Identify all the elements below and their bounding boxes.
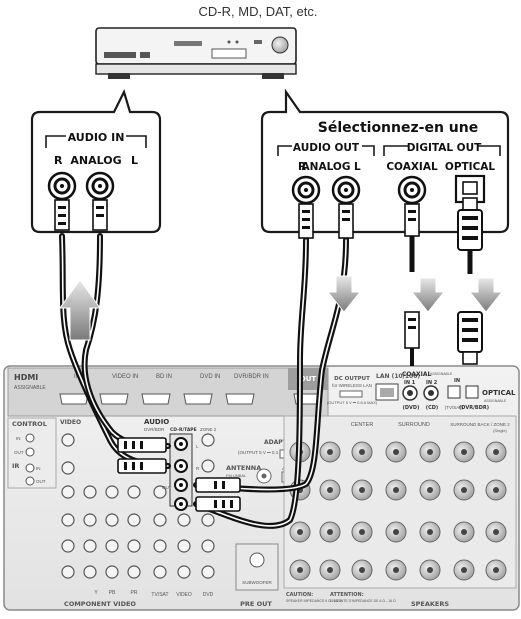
audio-in-r: R xyxy=(54,154,63,167)
adapter-rating: (OUTPUT 5 V ⎓ 0.1 A MAX) xyxy=(238,450,295,455)
video-bottom-label: VIDEO xyxy=(176,592,192,598)
ir-label: IR xyxy=(12,462,19,470)
optical-label: OPTICAL xyxy=(445,161,496,173)
subwoofer-label: SUBWOOFER xyxy=(242,580,272,585)
tvsat-label: TV/SAT xyxy=(151,592,168,598)
dc-output-label: DC OUTPUT xyxy=(334,376,370,382)
rx-coax-dvd: (DVD) xyxy=(403,405,420,411)
control-label: CONTROL xyxy=(12,420,47,428)
rx-optical-dvrbdr-jack xyxy=(465,385,479,399)
control-out: OUT xyxy=(14,450,24,455)
surround-label: SURROUND xyxy=(398,422,430,428)
audio-in-r-jack xyxy=(47,171,77,201)
plugs-audio-out xyxy=(298,203,354,239)
attention-text: ENCEINTE D'IMPEDANCE DE 6 Ω - 16 Ω xyxy=(330,599,396,603)
surround-back-label: SURROUND BACK / ZONE 2 xyxy=(450,422,510,427)
plugs-audio-in xyxy=(54,199,108,231)
rx-coaxial-label: COAXIAL xyxy=(402,371,431,378)
source-device xyxy=(95,27,297,79)
rx-optical-tvsat-jack xyxy=(447,385,461,399)
arrow-down-icon xyxy=(326,275,362,313)
hdmi-assignable: ASSIGNABLE xyxy=(14,385,46,391)
attention-label: ATTENTION: xyxy=(330,592,364,598)
hdmi-video-in: VIDEO IN xyxy=(112,374,138,380)
comp-pr: PR xyxy=(131,590,138,596)
digital-out-title: DIGITAL OUT xyxy=(407,142,482,154)
dvrbdr-label: DVR/BDR xyxy=(144,427,165,432)
rx-opt-in: IN xyxy=(454,378,460,384)
zone2-label: ZONE 2 xyxy=(200,427,217,432)
hdmi-dvrbdr-in: DVR/BDR IN xyxy=(234,374,269,380)
center-label: CENTER xyxy=(351,422,374,428)
audio-out-r-jack xyxy=(291,175,321,205)
dc-rating: (OUTPUT 5 V ⎓ 0.6 A MAX) xyxy=(327,400,378,405)
arrow-down-icon xyxy=(410,277,446,313)
cable-optical xyxy=(457,197,483,365)
zone2-l-label: L xyxy=(196,444,199,449)
control-in: IN xyxy=(16,436,21,441)
audio-out-l: L xyxy=(354,161,361,173)
rx-coax-in1: IN 1 xyxy=(404,380,416,386)
ir-in: IN xyxy=(36,466,41,471)
rx-opt-tvsat: (TV/SAT) xyxy=(445,405,464,410)
audio-out-title: AUDIO OUT xyxy=(293,142,360,154)
cdrtape-out-label: OUT xyxy=(162,485,172,490)
audio-out-analog: ANALOG xyxy=(302,161,351,173)
device-caption: CD-R, MD, DAT, etc. xyxy=(199,4,318,19)
dc-for-wireless: for WIRELESS LAN xyxy=(332,383,372,388)
video-label: VIDEO xyxy=(60,419,81,426)
speakers-label: SPEAKERS xyxy=(411,600,449,608)
cdrtape-jacks: IN L R OUT xyxy=(162,433,200,511)
ir-out: OUT xyxy=(36,479,46,484)
rx-coax-in2: IN 2 xyxy=(426,380,438,386)
hdmi-label: HDMI xyxy=(14,373,38,382)
audio-label: AUDIO xyxy=(144,418,169,426)
comp-y: Y xyxy=(94,590,98,596)
plugs-receiver-in xyxy=(117,437,167,474)
antenna-label: ANTENNA xyxy=(226,464,261,472)
fm-unbal-label: FM UNBAL xyxy=(226,473,247,478)
audio-out-l-jack xyxy=(331,175,361,205)
rx-optical-assignable: ASSIGNABLE xyxy=(484,399,507,403)
arrow-down-icon xyxy=(468,277,504,313)
zone2-r-label: R xyxy=(196,466,200,471)
coaxial-label: COAXIAL xyxy=(386,161,438,173)
audio-in-l: L xyxy=(131,154,138,167)
plugs-receiver-out xyxy=(195,477,241,512)
cable-coaxial xyxy=(404,203,420,366)
audio-in-callout: AUDIO IN R ANALOG L xyxy=(30,89,162,234)
rx-coax-cd: (CD) xyxy=(426,405,438,411)
audio-out-r: R xyxy=(298,161,306,173)
comp-pb: PB xyxy=(109,590,116,596)
audio-in-l-jack xyxy=(85,171,115,201)
rx-coaxial-assignable: ASSIGNABLE xyxy=(430,372,453,376)
rx-opt-dvrbdr: (DVR/BDR) xyxy=(459,405,489,411)
arrow-up-icon xyxy=(59,279,101,341)
cable-audio-out xyxy=(193,237,349,529)
dvd-bottom-label: DVD xyxy=(203,592,214,598)
lan-label: LAN (10/100) xyxy=(376,373,420,380)
audio-in-analog: ANALOG xyxy=(70,154,121,167)
coaxial-out-jack xyxy=(397,175,427,205)
caution-label: CAUTION: xyxy=(286,592,313,598)
audio-in-title: AUDIO IN xyxy=(68,131,125,144)
select-one-heading: Sélectionnez-en une xyxy=(318,120,478,136)
pre-out-label: PRE OUT xyxy=(240,600,272,608)
output-callout: Sélectionnez-en une AUDIO OUT DIGITAL OU… xyxy=(260,88,510,234)
rca-jack-grid xyxy=(61,433,215,579)
rx-optical-label: OPTICAL xyxy=(482,389,516,397)
component-video-label: COMPONENT VIDEO xyxy=(64,600,136,608)
hdmi-bd-in: BD IN xyxy=(156,374,172,380)
caution-text: SPEAKER IMPEDANCE 6 Ω - 16 Ω xyxy=(286,599,342,603)
cdrtape-label: CD-R/TAPE xyxy=(170,427,197,433)
single-label: (Single) xyxy=(493,428,507,433)
hdmi-dvd-in: DVD IN xyxy=(200,374,220,380)
hdmi-out: OUT xyxy=(300,375,317,383)
